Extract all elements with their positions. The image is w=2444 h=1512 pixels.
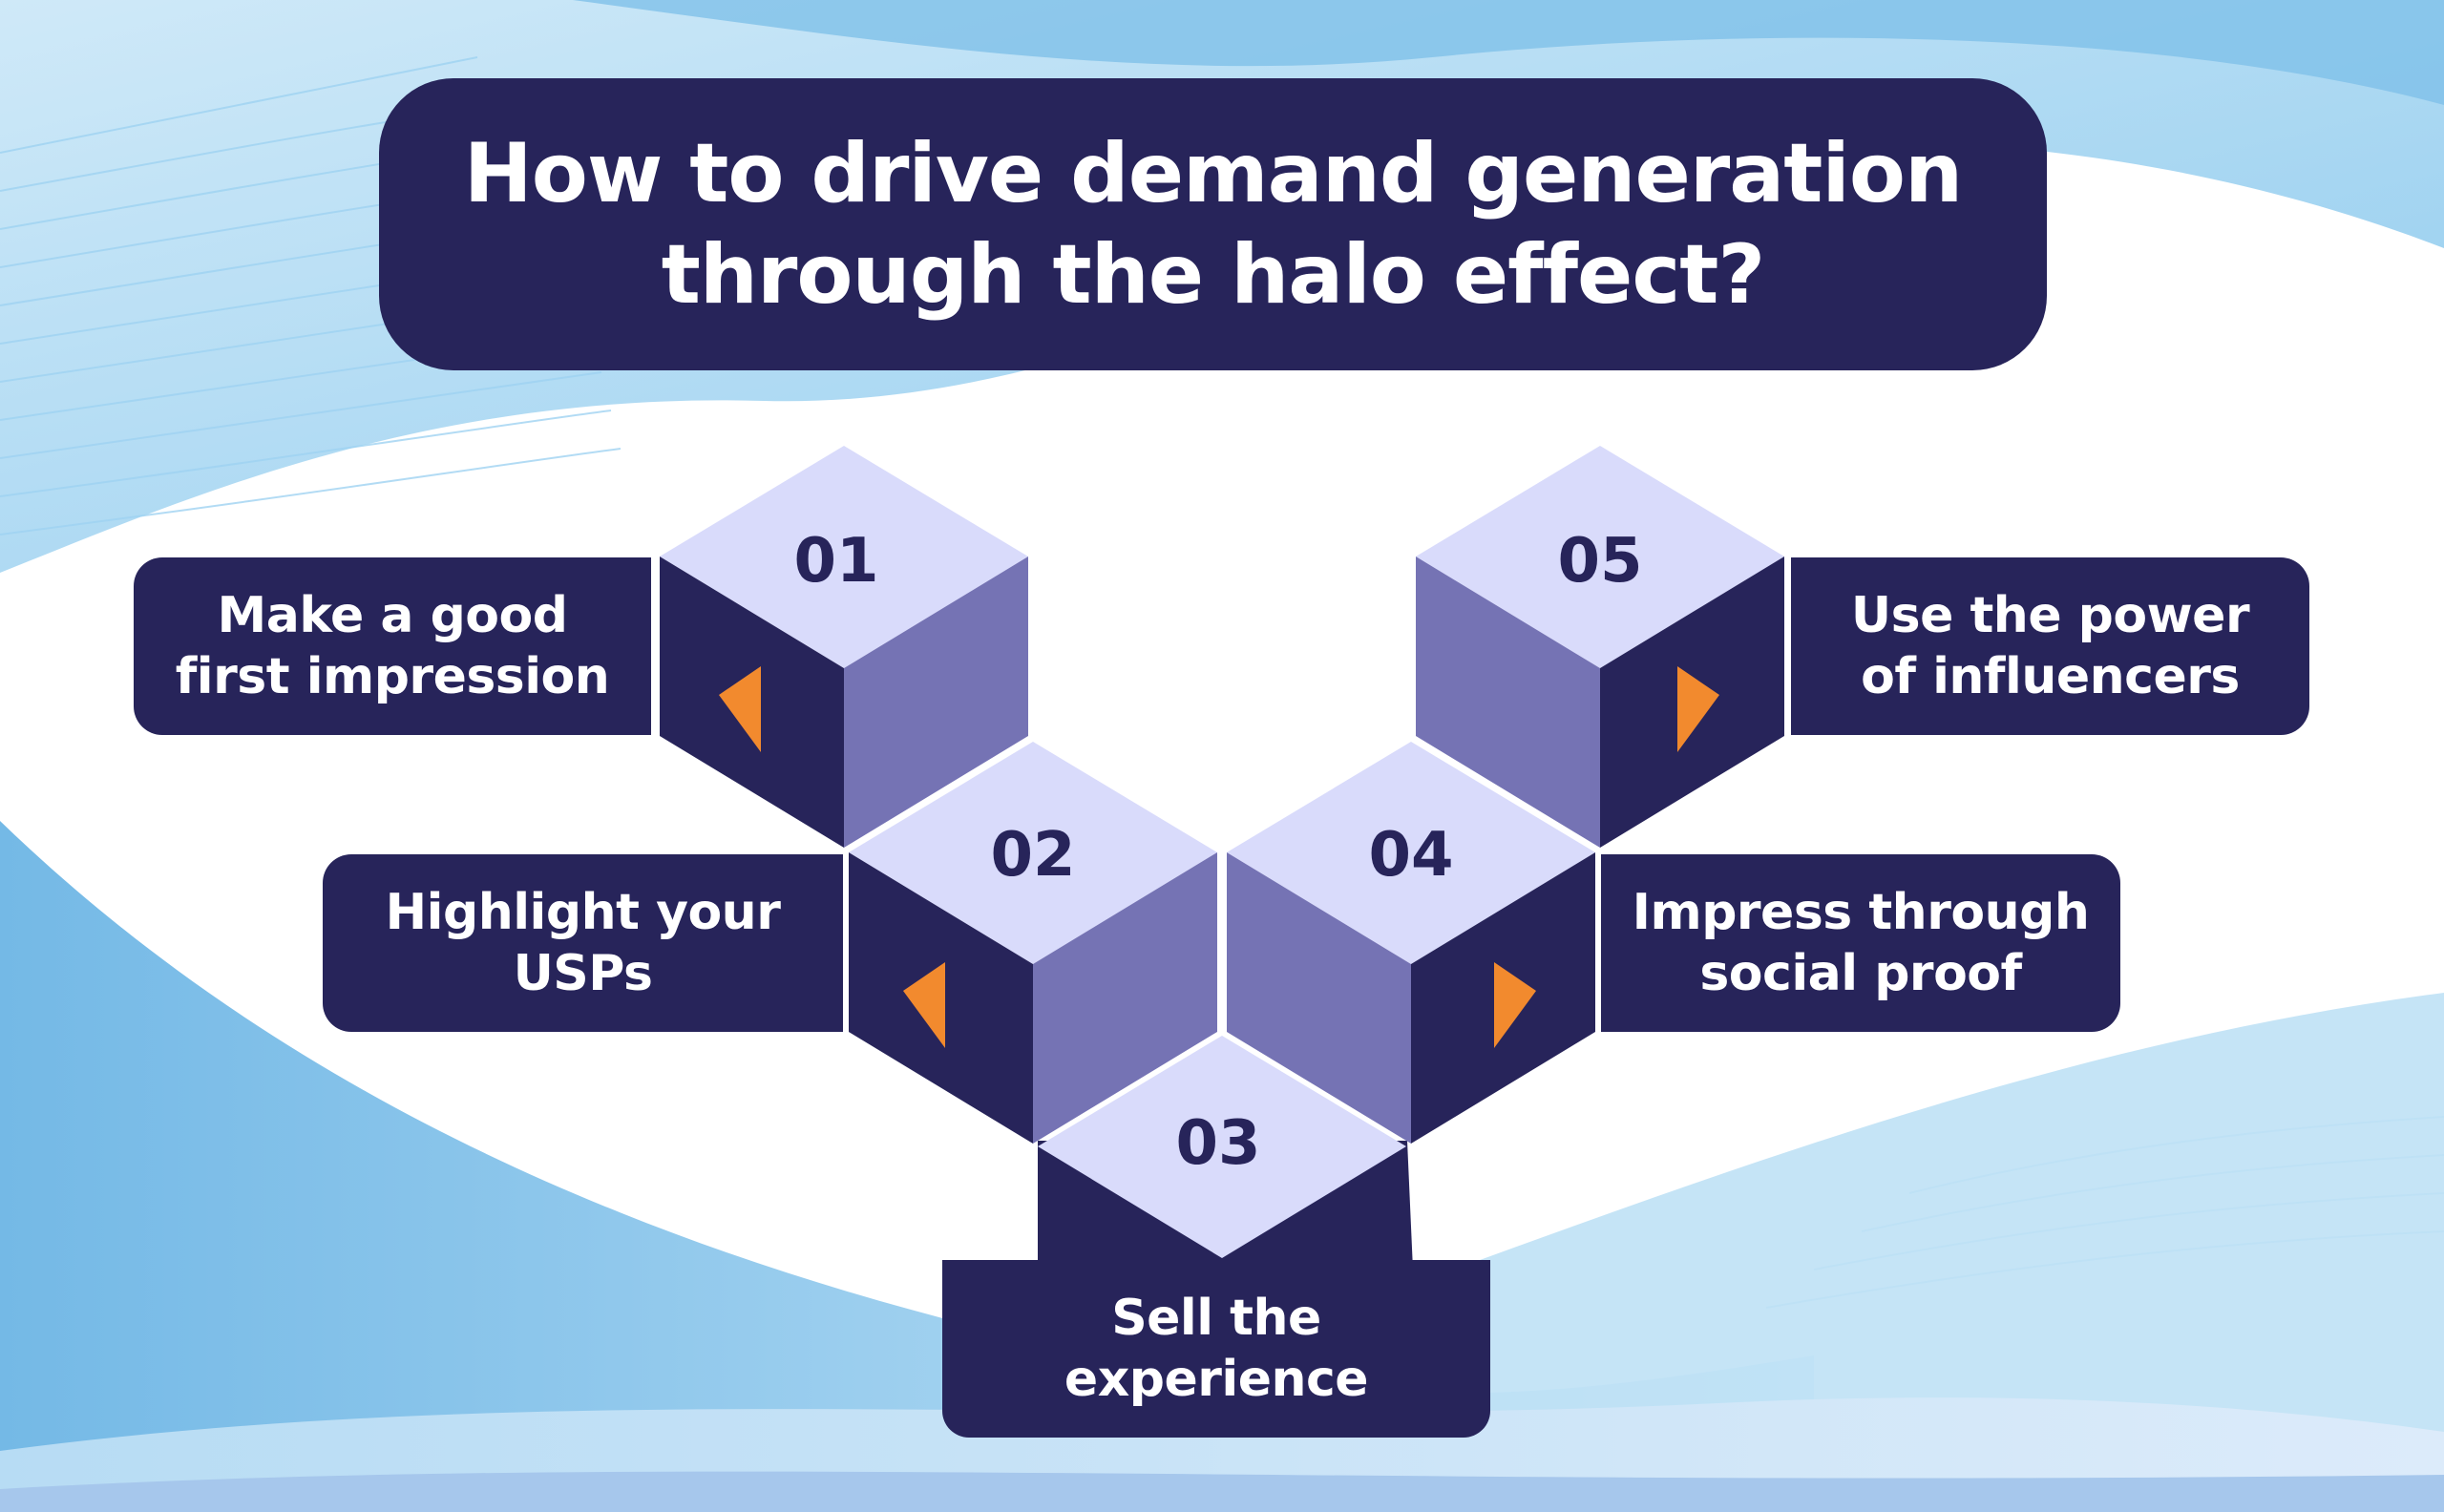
step-03-label-line-2: experience: [1064, 1351, 1369, 1408]
step-03-label-line-1: Sell the: [1111, 1290, 1321, 1347]
page-title-line-2: through the halo effect?: [661, 227, 1766, 323]
cube-03: [1038, 1036, 1406, 1258]
step-01-number: 01: [793, 526, 878, 597]
step-02-label: Highlight your USPs: [323, 854, 843, 1032]
step-04-label: Impress through social proof: [1601, 854, 2120, 1032]
step-02-number: 02: [990, 820, 1075, 891]
cube-04-left-face: [1227, 852, 1411, 1144]
page-title-line-1: How to drive demand generation: [463, 126, 1963, 221]
left-arrow-icon: [903, 962, 945, 1048]
cube-04-top: [1227, 742, 1595, 964]
cube-05-top: [1416, 446, 1784, 668]
left-arrow-icon: [719, 666, 761, 752]
step-04-number: 04: [1368, 820, 1453, 891]
right-wave: [1241, 993, 2444, 1512]
right-arrow-icon: [1677, 666, 1719, 752]
step-04-label-line-2: social proof: [1699, 945, 2022, 1002]
step-01-label-line-1: Make a good: [217, 587, 568, 644]
step-05-label-line-2: of influencers: [1861, 648, 2240, 705]
step-03-number: 03: [1175, 1108, 1260, 1179]
step-04-label-line-1: Impress through: [1632, 884, 2090, 941]
title-banner: How to drive demand generation through t…: [379, 78, 2047, 370]
cube-01-right-face: [844, 556, 1028, 848]
bottom-wave-deep: [0, 1471, 2444, 1512]
step-05-label: Use the power of influencers: [1791, 557, 2309, 735]
cube-02-right-face: [1033, 852, 1217, 1144]
step-01-label-line-2: first impression: [175, 648, 610, 705]
cube-05-left-face: [1416, 556, 1600, 848]
cube-01-top: [660, 446, 1028, 668]
cube-02-top: [849, 742, 1217, 964]
top-wave-dark: [0, 0, 2444, 105]
step-02-label-line-1: Highlight your: [385, 884, 781, 941]
step-02-label-line-2: USPs: [513, 945, 653, 1002]
left-wave: [0, 821, 1814, 1512]
step-05-label-line-1: Use the power: [1850, 587, 2250, 644]
step-05-number: 05: [1557, 526, 1642, 597]
right-arrow-icon: [1494, 962, 1536, 1048]
cube-03-top: [1038, 1036, 1406, 1258]
step-03-label: Sell the experience: [942, 1260, 1490, 1438]
step-01-label: Make a good first impression: [134, 557, 651, 735]
